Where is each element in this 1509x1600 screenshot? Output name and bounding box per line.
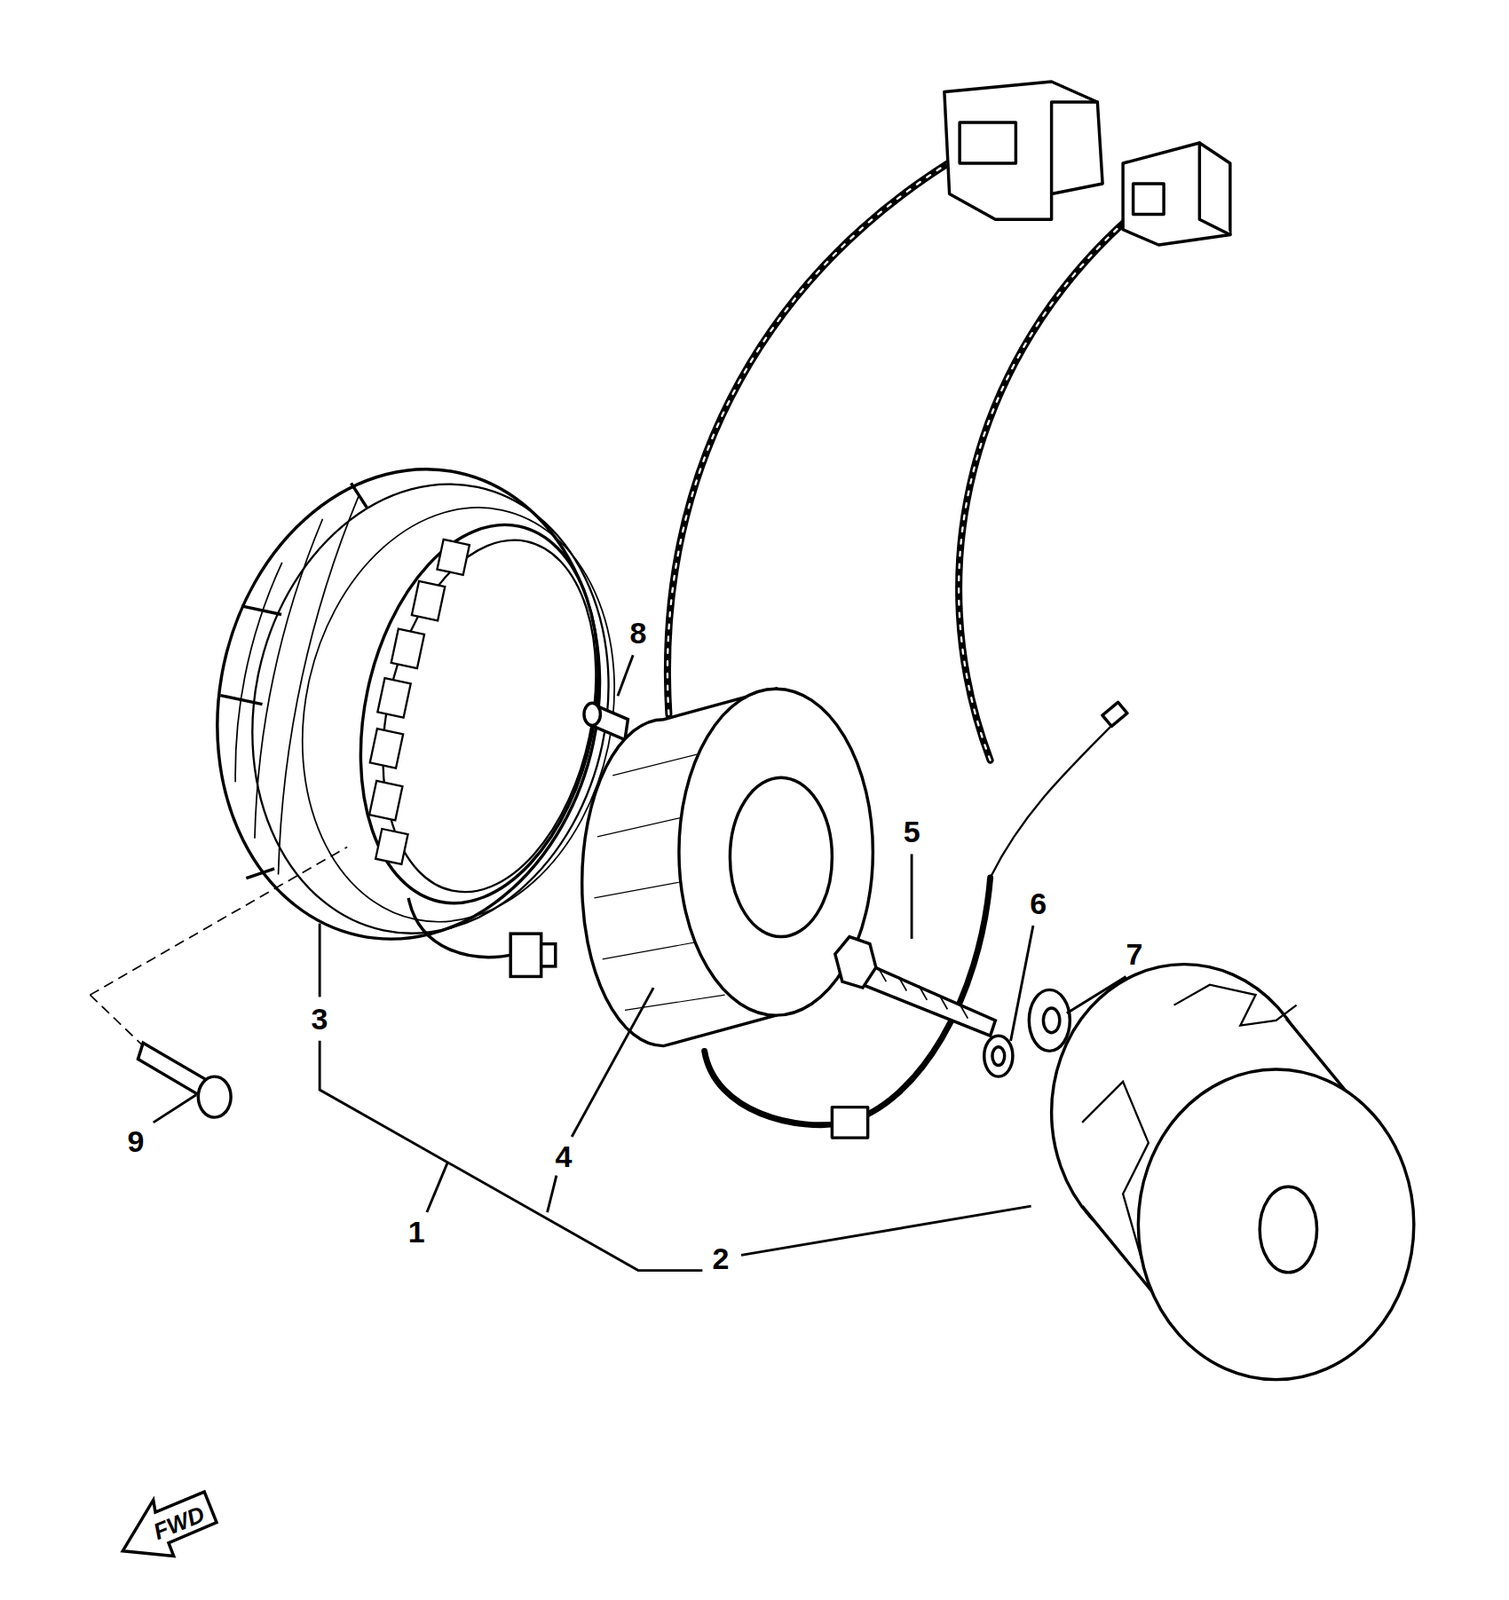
callout-number: 7 bbox=[1123, 939, 1145, 970]
callout-number: 5 bbox=[901, 816, 923, 847]
callout-number: 2 bbox=[711, 1243, 732, 1274]
callout-number: 3 bbox=[309, 1003, 331, 1035]
callout-number: 1 bbox=[406, 1216, 427, 1248]
direction-label: FWD bbox=[148, 1501, 209, 1545]
callout-number: 9 bbox=[126, 1126, 147, 1157]
callout-number: 6 bbox=[1027, 888, 1049, 919]
callout-number: 8 bbox=[627, 617, 648, 648]
callout-number: 4 bbox=[553, 1141, 574, 1172]
